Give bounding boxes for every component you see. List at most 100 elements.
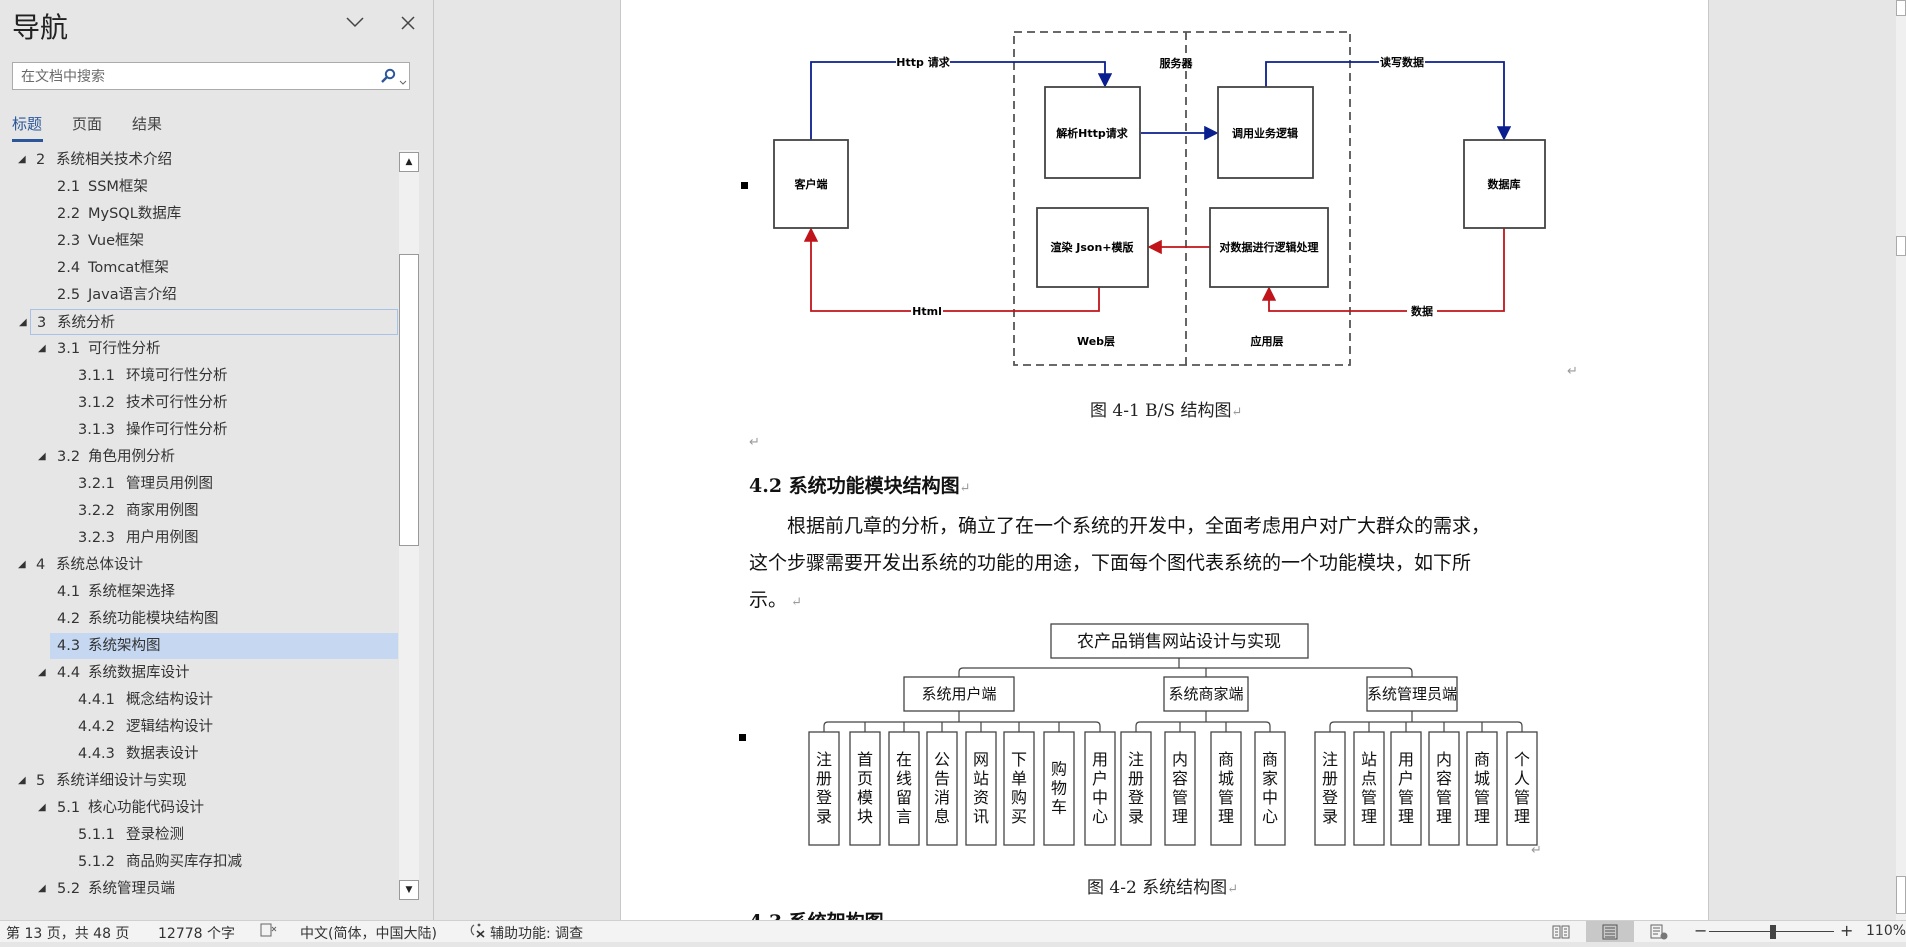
expand-collapse-icon[interactable]: ◢ bbox=[38, 883, 46, 894]
group-box bbox=[903, 676, 1015, 712]
root-box bbox=[1050, 623, 1309, 659]
close-pane-icon[interactable] bbox=[400, 12, 416, 37]
heading-number: 4.4.3 bbox=[78, 746, 115, 762]
group-connector bbox=[1329, 711, 1523, 732]
search-options-chevron-icon[interactable] bbox=[399, 71, 407, 90]
print-layout-button[interactable] bbox=[1586, 921, 1634, 942]
nav-heading-item[interactable]: 5.1.2 商品购买库存扣减 bbox=[0, 849, 398, 875]
heading-number: 5.1 bbox=[57, 800, 81, 816]
heading-label: 环境可行性分析 bbox=[126, 368, 228, 384]
expand-collapse-icon[interactable]: ◢ bbox=[38, 667, 46, 678]
root-connector bbox=[958, 658, 1413, 677]
heading-label: 逻辑结构设计 bbox=[126, 719, 213, 735]
page-count[interactable]: 第 13 页，共 48 页 bbox=[6, 926, 130, 942]
word-count[interactable]: 12778 个字 bbox=[158, 926, 235, 942]
leaf-box bbox=[849, 731, 881, 846]
tab-pages[interactable]: 页面 bbox=[72, 115, 103, 133]
zoom-out-button[interactable]: − bbox=[1694, 921, 1708, 940]
pane-options-chevron-icon[interactable] bbox=[345, 10, 365, 35]
search-input[interactable] bbox=[19, 66, 373, 88]
heading-label: 系统相关技术介绍 bbox=[56, 152, 172, 168]
read-mode-button[interactable] bbox=[1537, 921, 1585, 942]
expand-collapse-icon[interactable]: ◢ bbox=[19, 317, 27, 328]
nav-scrollbar-thumb[interactable] bbox=[399, 254, 419, 546]
http-request-arrow bbox=[810, 61, 1113, 140]
zoom-in-button[interactable]: + bbox=[1840, 921, 1854, 940]
expand-collapse-icon[interactable]: ◢ bbox=[38, 802, 46, 813]
search-field[interactable] bbox=[12, 62, 410, 90]
heading-number: 3.2.3 bbox=[78, 530, 115, 546]
doc-scroll-up[interactable] bbox=[1896, 0, 1906, 16]
paragraph-mark: ↵ bbox=[749, 435, 760, 450]
leaf-box bbox=[965, 731, 997, 846]
heading-number: 4 bbox=[36, 557, 46, 573]
heading-number: 4.4 bbox=[57, 665, 81, 681]
document-scrollbar[interactable] bbox=[1896, 0, 1906, 920]
search-icon[interactable] bbox=[380, 68, 396, 88]
expand-collapse-icon[interactable]: ◢ bbox=[18, 775, 26, 786]
accessibility-icon[interactable] bbox=[470, 922, 488, 942]
figure-1-caption-text: 图 4-1 B/S 结构图 bbox=[1090, 401, 1232, 421]
doc-scroll-thumb[interactable] bbox=[1896, 236, 1906, 256]
doc-scroll-down[interactable] bbox=[1896, 876, 1906, 914]
nav-heading-item[interactable]: 4.4.2 逻辑结构设计 bbox=[0, 714, 398, 740]
expand-collapse-icon[interactable]: ◢ bbox=[38, 451, 46, 462]
scroll-down-button[interactable]: ▼ bbox=[399, 880, 419, 900]
proofing-icon[interactable] bbox=[260, 922, 278, 942]
section-heading: 4.2 系统功能模块结构图↵ bbox=[749, 475, 971, 497]
zoom-slider-thumb[interactable] bbox=[1770, 925, 1776, 939]
expand-collapse-icon[interactable]: ◢ bbox=[18, 154, 26, 165]
leaf-box bbox=[808, 731, 840, 846]
heading-label: 商品购买库存扣减 bbox=[126, 854, 242, 870]
heading-label: 登录检测 bbox=[126, 827, 184, 843]
server-label: 服务器 bbox=[1160, 56, 1194, 70]
expand-collapse-icon[interactable]: ◢ bbox=[38, 343, 46, 354]
web-layout-button[interactable] bbox=[1635, 921, 1683, 942]
nav-scrollbar[interactable]: ▲ ▼ bbox=[399, 150, 419, 900]
scroll-up-button[interactable]: ▲ bbox=[399, 152, 419, 172]
tab-headings[interactable]: 标题 bbox=[12, 115, 43, 133]
next-heading-partial: 4.3 系统架构图 bbox=[749, 907, 884, 920]
expand-collapse-icon[interactable]: ◢ bbox=[18, 559, 26, 570]
tab-results[interactable]: 结果 bbox=[132, 115, 163, 133]
heading-number: 2.5 bbox=[57, 287, 81, 303]
heading-number: 3.1 bbox=[57, 341, 81, 357]
document-page[interactable]: 客户端 解析Http请求 调用业务逻辑 渲染 Json+模版 对数据进行逻辑处理… bbox=[620, 0, 1709, 920]
heading-number: 4.4.2 bbox=[78, 719, 115, 735]
accessibility-status[interactable]: 辅助功能: 调查 bbox=[490, 926, 584, 942]
group-connector bbox=[823, 711, 1101, 732]
language-indicator[interactable]: 中文(简体，中国大陆) bbox=[300, 926, 437, 942]
paragraph-line-2: 这个步骤需要开发出系统的功能的用途，下面每个图代表系统的一个功能模块，如下所 bbox=[749, 552, 1472, 574]
zoom-level[interactable]: 110% bbox=[1866, 923, 1906, 939]
leaf-box bbox=[1164, 731, 1196, 846]
heading-number: 4.3 bbox=[57, 638, 81, 654]
read-write-label: 读写数据 bbox=[1380, 55, 1424, 69]
heading-number: 5.1.2 bbox=[78, 854, 115, 870]
